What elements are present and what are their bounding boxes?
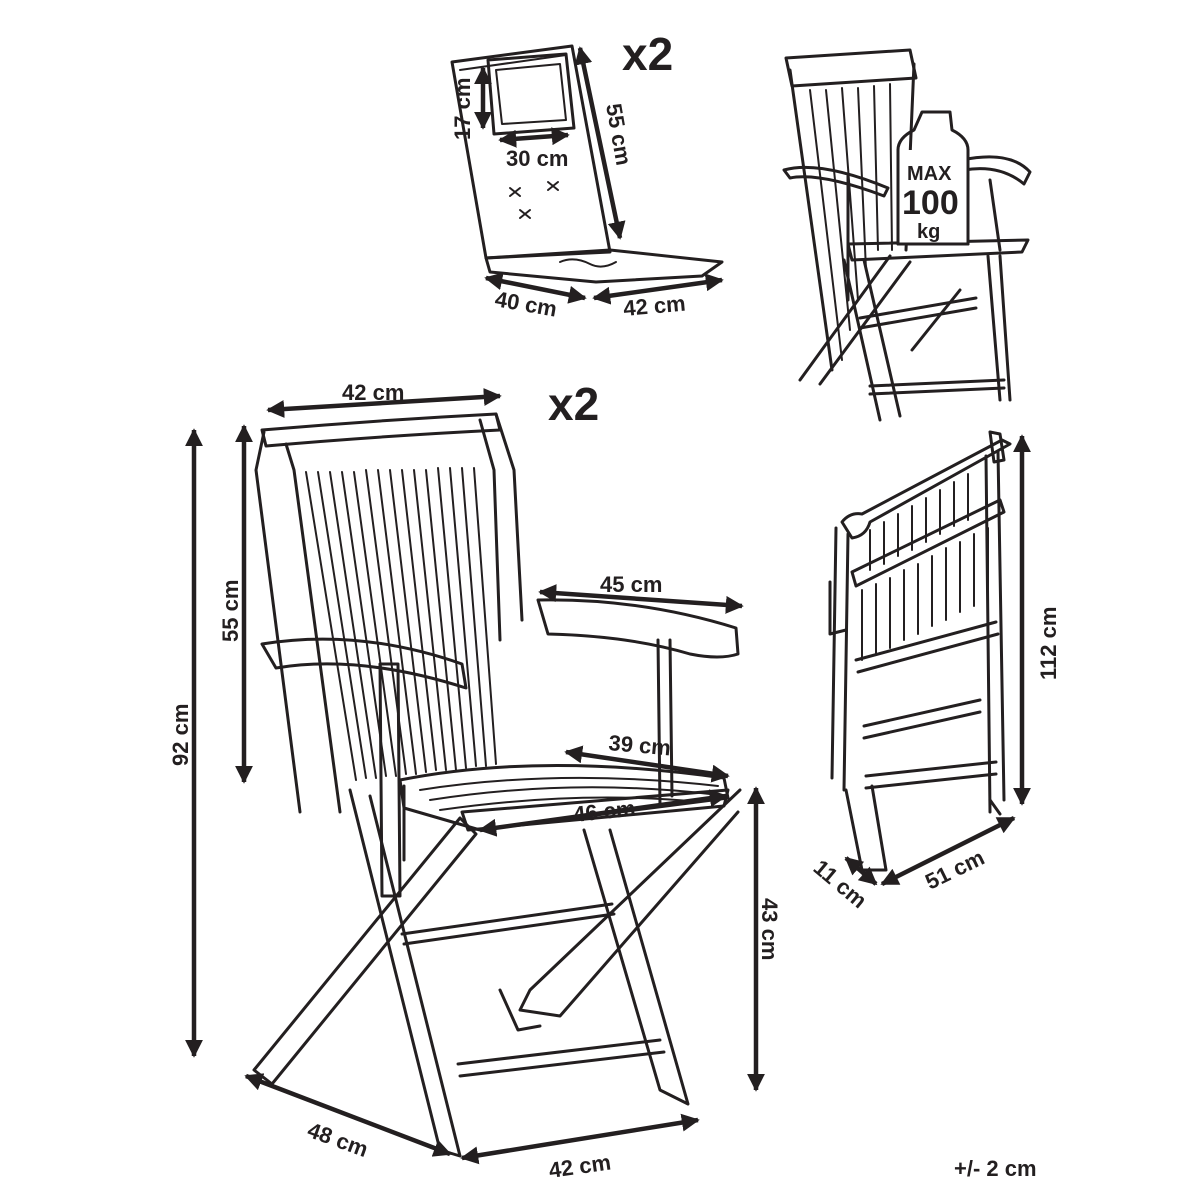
pillow-width-label: 30 cm (506, 146, 568, 171)
cushion-dimensions (474, 46, 724, 305)
chair-seat-height-label: 43 cm (757, 898, 782, 960)
chair-base-width-label: 42 cm (547, 1150, 612, 1183)
folded-height-label: 112 cm (1036, 607, 1061, 680)
chair-seat-depth-label: 39 cm (608, 730, 672, 760)
chair-base-depth-label: 48 cm (304, 1117, 371, 1162)
chair-quantity-label: x2 (548, 378, 599, 430)
tolerance-label: +/- 2 cm (954, 1156, 1037, 1181)
pillow-height-label: 17 cm (450, 78, 475, 140)
main-chair-illustration (252, 412, 742, 1158)
cushion-quantity-label: x2 (622, 28, 673, 80)
folded-thickness-label: 11 cm (809, 855, 872, 913)
load-max-label: MAX (907, 163, 952, 185)
load-value-label: 100 (902, 184, 959, 222)
chair-total-height-label: 92 cm (168, 704, 193, 766)
chair-seat-width-label: 46 cm (572, 796, 637, 827)
folded-chair-illustration (828, 430, 1012, 872)
chair-back-width-label: 42 cm (342, 380, 404, 405)
cushion-illustration (450, 44, 724, 284)
main-chair-dimensions (185, 387, 765, 1165)
chair-arm-length-label: 45 cm (600, 572, 662, 597)
cushion-seat-width-label: 42 cm (622, 291, 686, 321)
load-unit-label: kg (917, 221, 940, 243)
folded-width-label: 51 cm (921, 845, 988, 895)
chair-back-height-label: 55 cm (218, 580, 243, 642)
cushion-back-height-label: 55 cm (601, 102, 636, 168)
load-chair-illustration (782, 48, 1032, 422)
folded-chair-dimensions (844, 434, 1031, 887)
